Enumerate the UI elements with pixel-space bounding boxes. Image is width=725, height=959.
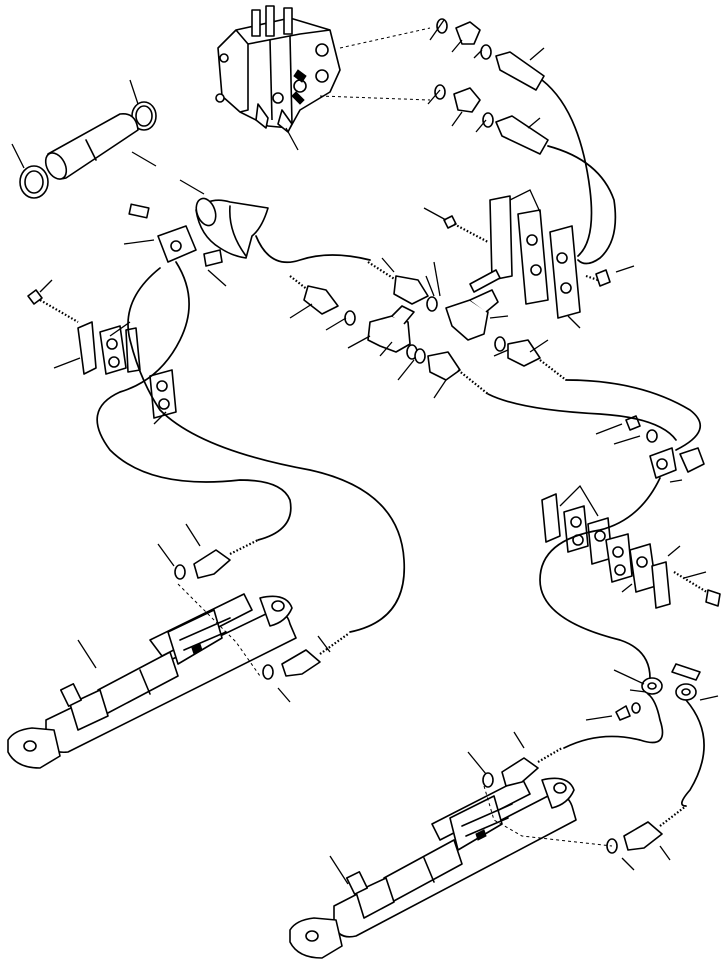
hose-clamp-block-right-lower xyxy=(541,493,671,609)
valve-fitting-upper xyxy=(436,18,545,91)
control-valve xyxy=(215,5,341,133)
hose-fitting-mid-lower xyxy=(414,348,489,395)
hose-fitting-cylinder-right-lower xyxy=(606,805,687,854)
hose-fitting-mid-right xyxy=(494,336,567,381)
hose-clamp-block-right-upper xyxy=(489,195,581,319)
elbow-adapter xyxy=(445,289,499,341)
hoses xyxy=(96,79,705,847)
small-pin xyxy=(469,269,501,293)
hydraulic-cylinder-right xyxy=(289,777,577,959)
hydraulic-cylinder-left xyxy=(7,593,297,769)
clamp-bracket-left xyxy=(128,203,223,267)
bolt-right-upper xyxy=(443,215,611,287)
hose-fitting-mid-left xyxy=(289,275,356,326)
valve-fitting-lower xyxy=(434,84,549,155)
hose-fitting-cylinder-left-lower xyxy=(262,633,349,680)
tee-adapter xyxy=(367,305,418,360)
hose-clamp-upper xyxy=(131,101,157,131)
hose-fitting-cylinder-right-upper xyxy=(482,747,563,788)
hose-clamp-block-left xyxy=(77,321,177,419)
hose-fitting-mid-center xyxy=(367,261,438,312)
bolt-right-lower xyxy=(673,571,721,607)
valve-port-line-lower xyxy=(319,95,431,101)
clamp-bracket-right xyxy=(625,415,705,479)
hose-fitting-cylinder-left-upper xyxy=(174,539,259,580)
bolt-left xyxy=(27,289,79,323)
hose-clamp-lower xyxy=(19,165,49,199)
short-hose xyxy=(44,113,139,180)
valve-port-line-upper xyxy=(339,27,431,49)
leader-lines xyxy=(11,19,719,885)
elbow-hose xyxy=(195,197,269,259)
